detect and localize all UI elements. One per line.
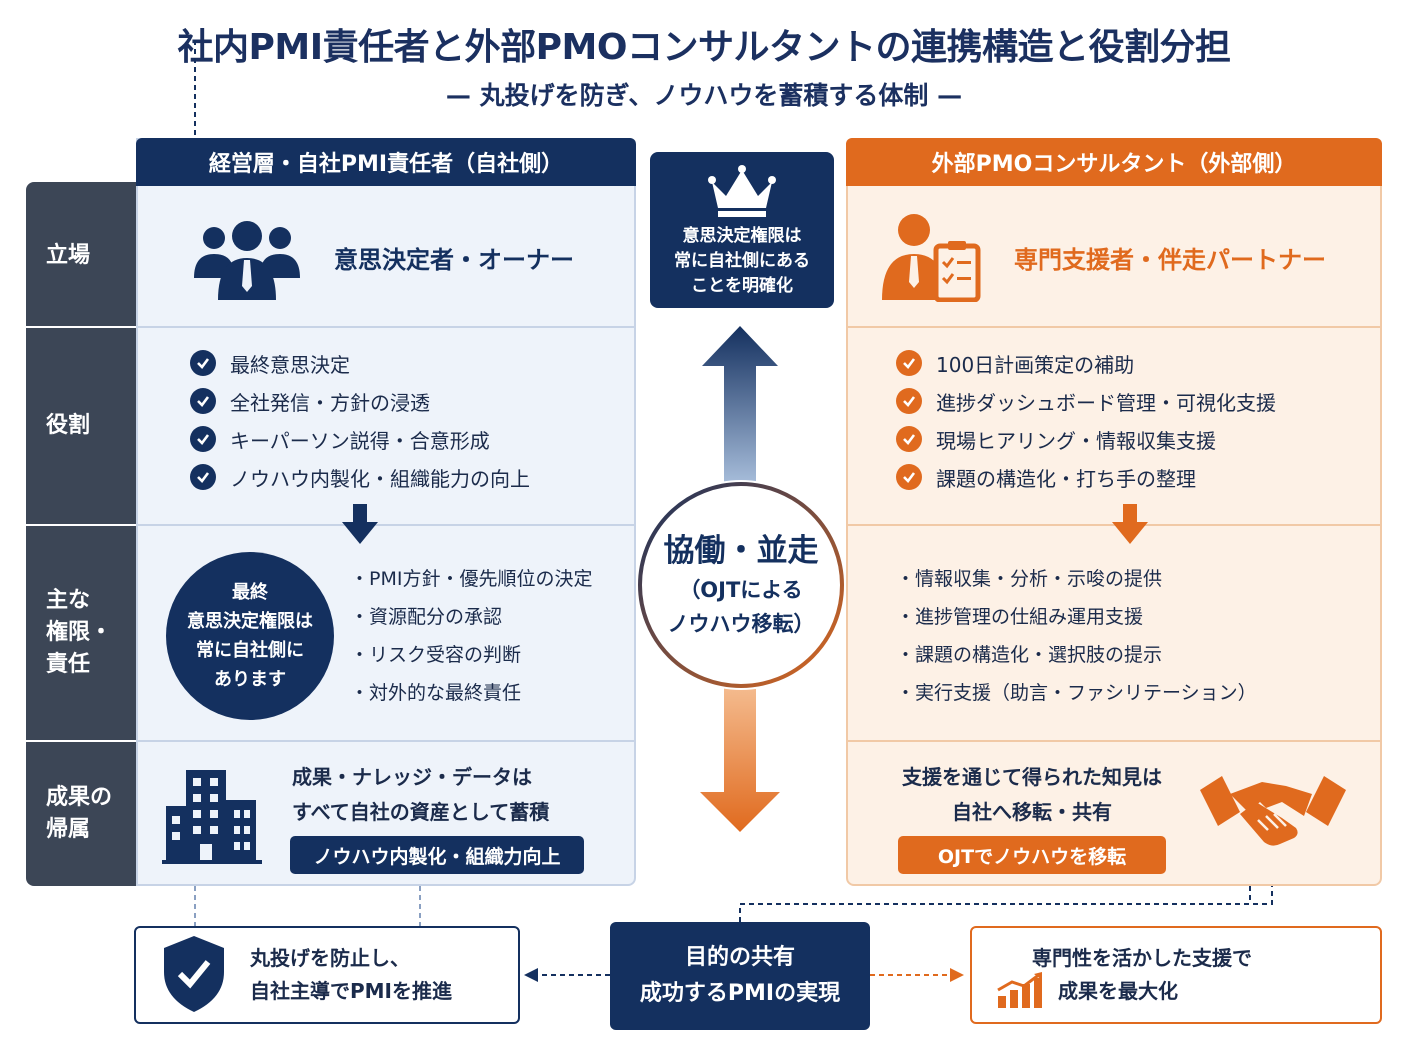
page-title: 社内PMI責任者と外部PMOコンサルタントの連携構造と役割分担 <box>177 27 1231 68</box>
left-outcome-badge: ノウハウ内製化・組織力向上 <box>290 836 584 874</box>
right-separator <box>846 326 1382 328</box>
list-item: 100日計画策定の補助 <box>896 344 1276 382</box>
down-arrow-icon <box>1112 504 1148 544</box>
check-circle-icon <box>896 388 922 414</box>
center-box-text: 意思決定権限は 常に自社側にある ことを明確化 <box>674 226 810 296</box>
right-separator <box>846 740 1382 742</box>
check-circle-icon <box>190 350 216 376</box>
row-separator <box>26 524 136 526</box>
list-item: ・対外的な最終責任 <box>350 681 522 704</box>
list-item: ・資源配分の承認 <box>350 605 503 628</box>
list-item: ・実行支援（助言・ファシリテーション） <box>896 681 1257 704</box>
group-people-icon <box>194 221 300 300</box>
row-separator <box>26 326 136 328</box>
left-authority-list: ・PMI方針・優先順位の決定 ・資源配分の承認 ・リスク受容の判断 ・対外的な最… <box>350 558 592 710</box>
row-separator <box>26 740 136 742</box>
bottom-right-text-line1: 専門性を活かした支援で <box>1032 946 1252 970</box>
shield-check-icon <box>164 936 224 1012</box>
left-panel-header: 経営層・自社PMI責任者（自社側） <box>136 138 636 186</box>
bottom-left-text: 丸投げを防止し、 自社主導でPMIを推進 <box>250 946 453 1003</box>
left-separator <box>136 524 636 526</box>
bottom-right-text-line2: 成果を最大化 <box>1058 979 1178 1003</box>
list-item: 全社発信・方針の浸透 <box>190 382 530 420</box>
list-item: ・情報収集・分析・示唆の提供 <box>896 567 1163 590</box>
list-item: キーパーソン説得・合意形成 <box>190 420 530 458</box>
authority-circle: 最終 意思決定権限は 常に自社側に あります <box>166 552 334 720</box>
list-item: ノウハウ内製化・組織能力の向上 <box>190 458 530 496</box>
right-panel-header: 外部PMOコンサルタント（外部側） <box>846 138 1382 186</box>
list-item: 最終意思決定 <box>190 344 530 382</box>
consultant-clipboard-icon <box>882 214 981 302</box>
list-item: ・PMI方針・優先順位の決定 <box>350 567 593 590</box>
down-arrow-icon <box>342 504 378 544</box>
list-item: ・リスク受容の判断 <box>350 643 522 666</box>
list-item: ・課題の構造化・選択肢の提示 <box>896 643 1163 666</box>
crown-icon <box>708 165 776 217</box>
check-circle-icon <box>896 350 922 376</box>
row-label-position: 立場 <box>46 243 91 268</box>
check-circle-icon <box>896 426 922 452</box>
left-separator <box>136 740 636 742</box>
left-separator <box>136 326 636 328</box>
right-outcome-text: 支援を通じて得られた知見は 自社へ移転・共有 <box>902 765 1162 824</box>
right-separator <box>846 524 1382 526</box>
left-role-list: 最終意思決定 全社発信・方針の浸透 キーパーソン説得・合意形成 ノウハウ内製化・… <box>190 344 530 496</box>
collaboration-circle: 協働・並走 （OJTによる ノウハウ移転） <box>636 480 846 690</box>
check-circle-icon <box>190 464 216 490</box>
list-item: 課題の構造化・打ち手の整理 <box>896 458 1276 496</box>
building-icon <box>162 770 262 864</box>
list-item: 現場ヒアリング・情報収集支援 <box>896 420 1276 458</box>
left-outcome-text: 成果・ナレッジ・データは すべて自社の資産として蓄積 <box>292 765 550 824</box>
row-label-authority: 主な 権限・ 責任 <box>46 588 113 677</box>
growth-chart-icon <box>997 972 1042 1008</box>
center-authority-box: 意思決定権限は 常に自社側にある ことを明確化 <box>650 152 834 308</box>
bidirectional-arrow <box>700 326 780 832</box>
check-circle-icon <box>190 426 216 452</box>
right-position-title: 専門支援者・伴走パートナー <box>1014 246 1326 274</box>
row-label-role: 役割 <box>46 413 91 438</box>
row-label-column <box>26 182 136 886</box>
collaboration-ring <box>638 482 844 688</box>
check-circle-icon <box>896 464 922 490</box>
check-circle-icon <box>190 388 216 414</box>
page-subtitle: — 丸投げを防ぎ、ノウハウを蓄積する体制 — <box>445 81 963 110</box>
left-position-title: 意思決定者・オーナー <box>334 246 574 274</box>
handshake-icon <box>1200 776 1346 846</box>
row-label-outcome: 成果の 帰属 <box>46 785 113 842</box>
bottom-center-box: 目的の共有 成功するPMIの実現 <box>610 922 870 1030</box>
right-role-list: 100日計画策定の補助 進捗ダッシュボード管理・可視化支援 現場ヒアリング・情報… <box>896 344 1276 496</box>
right-outcome-badge: OJTでノウハウを移転 <box>898 836 1166 874</box>
list-item: ・進捗管理の仕組み運用支援 <box>896 605 1144 628</box>
list-item: 進捗ダッシュボード管理・可視化支援 <box>896 382 1276 420</box>
right-authority-list: ・情報収集・分析・示唆の提供 ・進捗管理の仕組み運用支援 ・課題の構造化・選択肢… <box>896 558 1257 710</box>
